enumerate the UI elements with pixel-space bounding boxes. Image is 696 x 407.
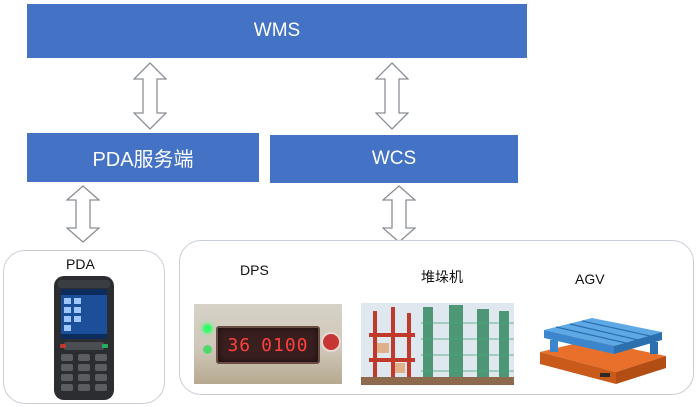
wcs-box: WCS	[270, 135, 518, 183]
wms-label: WMS	[253, 20, 301, 41]
dps-digit-right: 0100	[261, 334, 309, 356]
agv-image	[530, 300, 672, 388]
double-arrow-wms-wcs	[375, 62, 409, 130]
dps-digit-left: 36	[227, 334, 252, 356]
pda-server-box: PDA服务端	[27, 133, 259, 182]
dps-display-image: 36 0100	[194, 304, 342, 384]
stacker-label: 堆垛机	[421, 269, 463, 285]
wms-box: WMS	[27, 4, 527, 58]
double-arrow-wms-pda-server	[133, 62, 167, 130]
stacker-crane-image	[361, 303, 514, 385]
dps-digit-display: 36 0100	[216, 326, 320, 364]
dps-green-led	[203, 324, 212, 333]
agv-label: AGV	[575, 271, 605, 287]
dps-label: DPS	[240, 262, 269, 278]
dps-green-led	[203, 345, 212, 354]
wcs-label: WCS	[371, 148, 417, 169]
dps-confirm-button-image	[321, 332, 341, 352]
double-arrow-pda-server-pda	[66, 185, 100, 243]
pda-server-label: PDA服务端	[92, 149, 194, 171]
double-arrow-wcs-devices	[382, 185, 416, 243]
pda-label: PDA	[66, 256, 95, 272]
pda-handheld-image	[50, 274, 118, 402]
